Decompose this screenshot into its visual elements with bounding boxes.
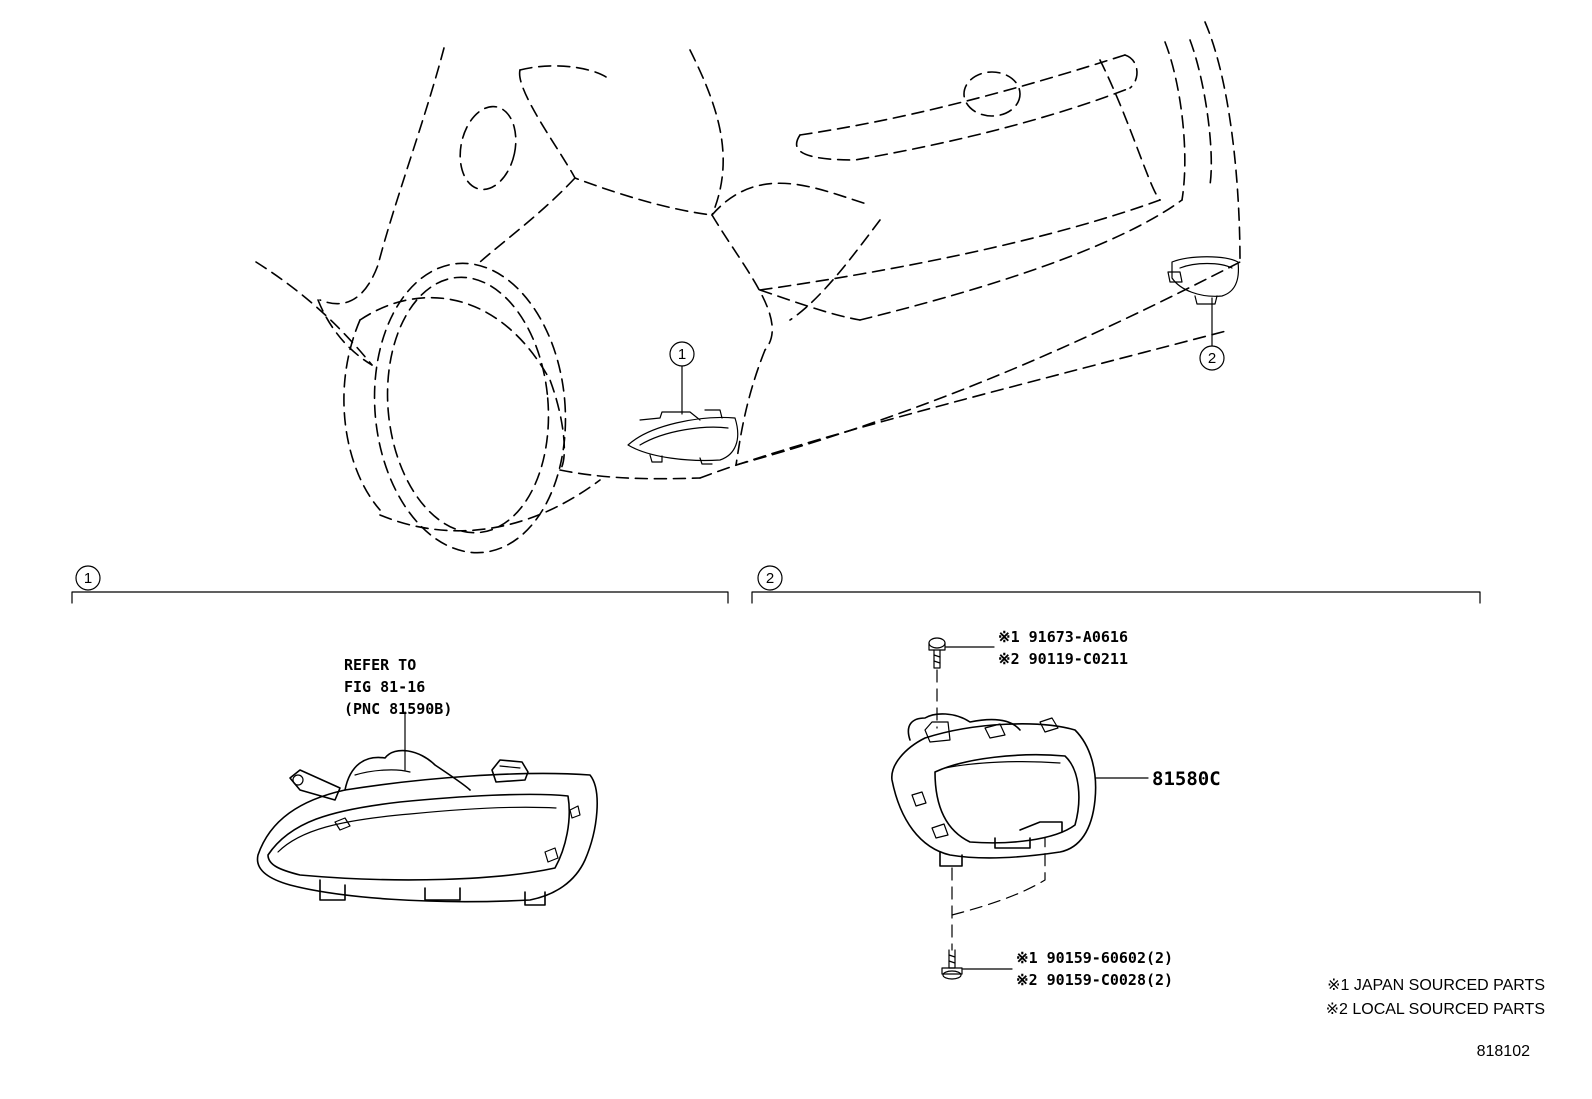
refer-line-2: FIG 81-16	[344, 678, 425, 696]
section-2-fog-lamp	[891, 713, 1097, 867]
section-1-callout-label: 1	[84, 570, 92, 587]
screw-bottom-part-2: ※2 90159-C0028(2)	[1016, 971, 1173, 989]
section-2-bracket: 2	[751, 565, 1481, 604]
car-fog-lamp-right	[1167, 256, 1240, 305]
car-callout-1: 1	[669, 341, 695, 415]
figure-number: 818102	[1477, 1043, 1530, 1060]
car-callout-2-label: 2	[1208, 350, 1216, 367]
screw-bottom	[941, 837, 1046, 980]
section-1-bracket: 1	[71, 565, 729, 604]
car-callout-1-label: 1	[678, 346, 686, 363]
note-local-sourced: ※2 LOCAL SOURCED PARTS	[1326, 1001, 1545, 1018]
screw-bottom-part-1: ※1 90159-60602(2)	[1016, 949, 1173, 967]
refer-note: REFER TO FIG 81-16 (PNC 81590B)	[344, 656, 452, 718]
car-callout-2: 2	[1199, 297, 1225, 371]
section-2-callout-label: 2	[766, 570, 774, 587]
screw-top-part-1: ※1 91673-A0616	[998, 628, 1128, 646]
refer-line-1: REFER TO	[344, 656, 416, 674]
lamp-part-number: 81580C	[1152, 768, 1221, 790]
section-1-fog-lamp	[256, 749, 598, 906]
screw-top	[928, 637, 995, 729]
refer-line-3: (PNC 81590B)	[344, 700, 452, 718]
car-fog-lamp-left	[627, 409, 739, 465]
screw-top-part-2: ※2 90119-C0211	[998, 650, 1128, 668]
note-japan-sourced: ※1 JAPAN SOURCED PARTS	[1327, 977, 1545, 994]
car-rear-outline	[255, 21, 1241, 554]
